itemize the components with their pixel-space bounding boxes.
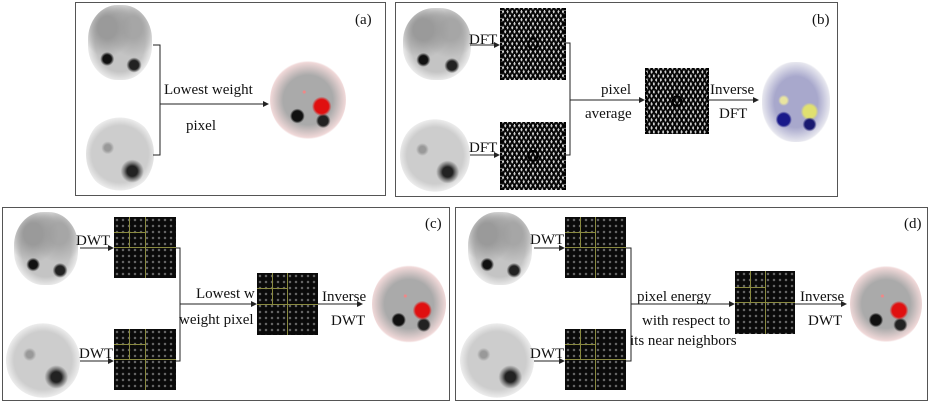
input-image-top: [14, 212, 78, 285]
dft-spectrum-fused: [645, 68, 709, 134]
dwt-coefficients-fused: [735, 271, 795, 334]
input-image-top: [403, 8, 471, 80]
dft-spectrum-bottom: [500, 122, 566, 190]
dft-spectrum-top: [500, 8, 566, 80]
method-label: average: [585, 106, 632, 122]
fused-image: [372, 264, 446, 344]
dft-label: DFT: [469, 32, 498, 48]
dwt-label: DWT: [530, 232, 565, 248]
inverse-label: DWT: [331, 313, 366, 329]
input-image-top: [88, 5, 152, 80]
panel-a: [75, 2, 386, 196]
bracket-line: [626, 247, 632, 362]
dwt-label: DWT: [76, 233, 111, 249]
dwt-coefficients-top: [565, 217, 626, 278]
input-image-bottom: [400, 118, 470, 193]
bracket-line: [153, 44, 161, 156]
inverse-label: Inverse: [322, 289, 367, 305]
method-label: pixel: [186, 118, 216, 134]
panel-tag: (d): [904, 216, 922, 232]
bracket-line: [176, 247, 181, 362]
fused-image: [850, 264, 922, 344]
inverse-label: DWT: [808, 313, 843, 329]
panel-d: [455, 207, 928, 401]
dwt-label: DWT: [530, 346, 565, 362]
panel-tag: (b): [812, 12, 830, 28]
method-label: its near neighbors: [630, 333, 737, 349]
input-image-bottom: [86, 115, 154, 193]
fused-image: [762, 62, 830, 142]
panel-tag: (a): [355, 12, 372, 28]
dwt-label: DWT: [79, 346, 114, 362]
dwt-coefficients-top: [114, 217, 176, 278]
inverse-label: Inverse: [710, 82, 755, 98]
inverse-label: Inverse: [800, 289, 845, 305]
method-label: Lowest weight: [164, 82, 253, 98]
dwt-coefficients-fused: [257, 273, 318, 335]
dwt-coefficients-bottom: [565, 329, 626, 390]
panel-tag: (c): [425, 216, 442, 232]
method-label: Lowest w: [196, 286, 255, 302]
method-label: weight pixel: [179, 312, 254, 328]
panel-b: [395, 2, 838, 197]
dft-label: DFT: [469, 140, 498, 156]
inverse-label: DFT: [719, 106, 748, 122]
input-image-bottom: [460, 323, 534, 398]
dwt-coefficients-bottom: [114, 329, 176, 390]
bracket-line: [564, 42, 571, 156]
input-image-top: [468, 212, 532, 285]
method-label: pixel: [601, 82, 631, 98]
method-label: with respect to: [642, 313, 731, 329]
input-image-bottom: [6, 323, 80, 398]
method-label: pixel energy: [637, 289, 712, 305]
fused-image: [270, 60, 346, 140]
panel-c: [2, 207, 450, 401]
